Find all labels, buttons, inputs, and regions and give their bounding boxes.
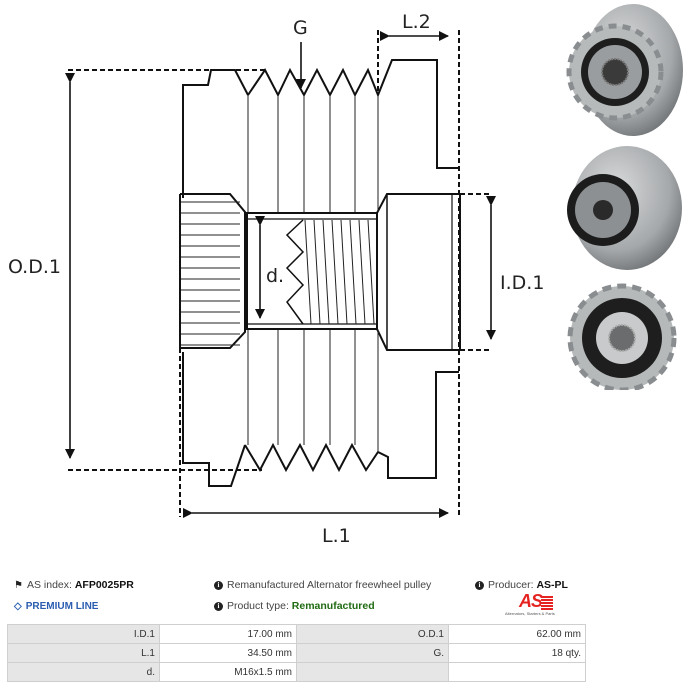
spec-label: G. xyxy=(296,643,449,663)
label-d: d. xyxy=(266,265,284,287)
pulley-view-front xyxy=(567,283,677,390)
spec-label: d. xyxy=(7,662,160,682)
product-type-value: Remanufactured xyxy=(291,600,375,612)
spec-value: 62.00 mm xyxy=(448,624,586,644)
as-index: ⚑AS index: AFP0025PR xyxy=(14,579,134,591)
thread-line xyxy=(358,219,366,325)
label-id1: I.D.1 xyxy=(500,272,544,294)
producer: i Producer: AS-PL xyxy=(475,579,568,591)
logo-tagline: Alternators, Starters & Parts xyxy=(505,611,555,616)
label-l1: L.1 xyxy=(322,525,351,547)
label-groove: G xyxy=(293,17,308,39)
spec-label: L.1 xyxy=(7,643,160,663)
bore xyxy=(246,212,378,330)
spec-row: d.M16x1.5 mm xyxy=(7,662,586,682)
description: i Remanufactured Alternator freewheel pul… xyxy=(214,579,431,591)
diamond-icon: ◇ xyxy=(14,600,22,612)
left-flange-outline xyxy=(182,69,249,198)
label-od1: O.D.1 xyxy=(8,256,61,278)
info-icon: i xyxy=(214,601,223,611)
as-index-label: AS index: xyxy=(26,579,72,591)
pulley-view-back xyxy=(567,146,682,270)
premium-line-label: PREMIUM LINE xyxy=(25,601,99,612)
thread-line xyxy=(367,219,375,325)
product-photos xyxy=(566,4,683,390)
thread-line xyxy=(304,219,312,325)
thread-line xyxy=(313,219,321,325)
spec-value: 17.00 mm xyxy=(159,624,297,644)
thread-line xyxy=(340,219,348,325)
as-index-value: AFP0025PR xyxy=(74,579,134,591)
hub-right xyxy=(376,193,461,351)
thread-line xyxy=(331,219,339,325)
spec-label: I.D.1 xyxy=(7,624,160,644)
description-text: Remanufactured Alternator freewheel pull… xyxy=(227,579,432,591)
spec-value: M16x1.5 mm xyxy=(159,662,297,682)
product-type-label: Product type: xyxy=(227,600,289,612)
spec-label xyxy=(296,662,449,682)
label-l2: L.2 xyxy=(402,11,431,33)
pulley-view-angled-front xyxy=(566,4,683,136)
spec-value: 18 qty. xyxy=(448,643,586,663)
spec-value: 34.50 mm xyxy=(159,643,297,663)
info-icon: i xyxy=(475,580,484,590)
producer-value: AS-PL xyxy=(536,579,568,591)
hub-left xyxy=(179,193,246,349)
as-logo: AS Alternators, Starters & Parts xyxy=(505,591,565,619)
thread-line xyxy=(322,219,330,325)
thread-profile xyxy=(285,219,305,325)
tags-icon: ⚑ xyxy=(14,579,23,591)
info-icon: i xyxy=(214,580,223,590)
logo-text: AS xyxy=(519,591,543,611)
thread-line xyxy=(349,219,357,325)
spec-value xyxy=(448,662,586,682)
premium-line: ◇PREMIUM LINE xyxy=(14,600,98,612)
spec-label: O.D.1 xyxy=(296,624,449,644)
groove-profile-bottom xyxy=(244,371,459,479)
technical-drawing: G L.2 O.D.1 I.D.1 d. L.1 xyxy=(8,11,544,547)
groove-profile-top xyxy=(247,59,459,169)
product-type: i Product type: Remanufactured xyxy=(214,600,375,612)
producer-label: Producer: xyxy=(488,579,534,591)
logo-stripes xyxy=(541,596,553,610)
